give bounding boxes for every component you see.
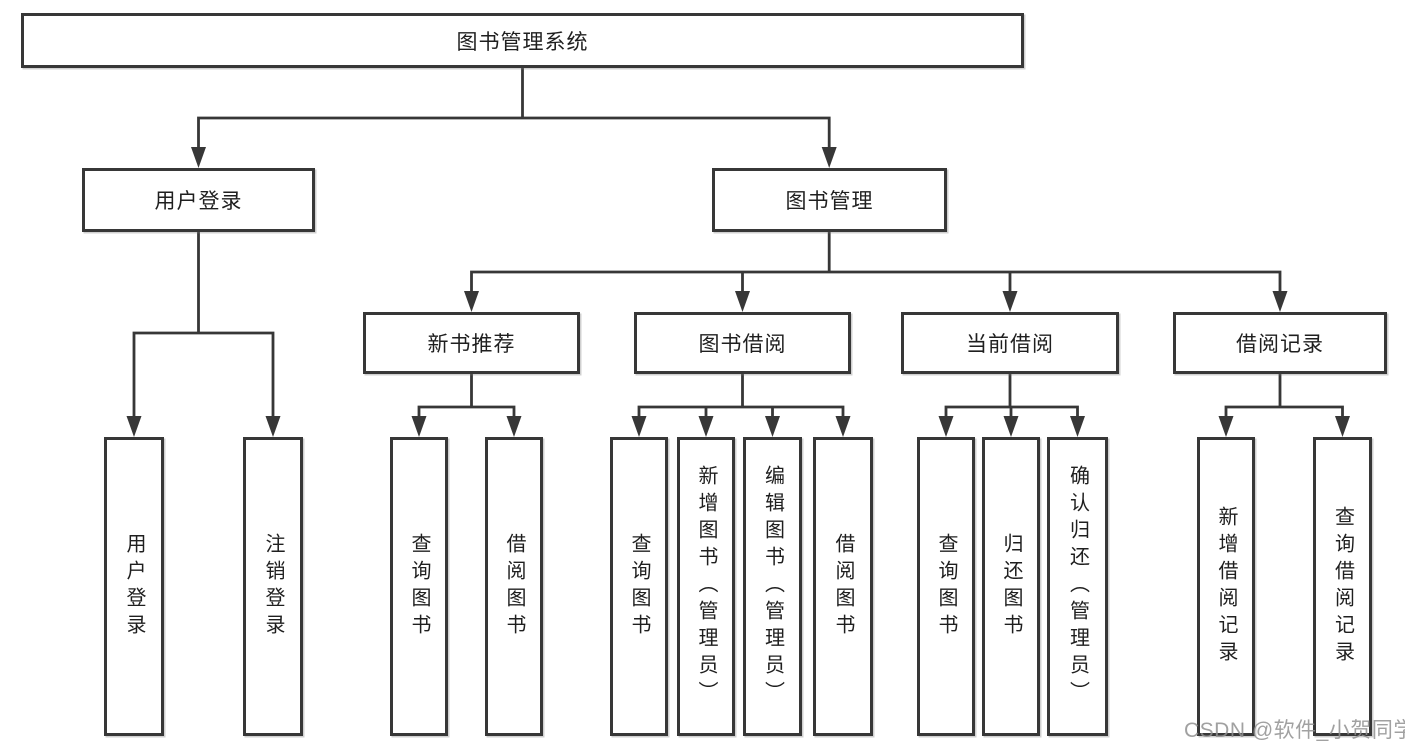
leaf-return-book: 归还图书: [982, 437, 1040, 736]
leaf-borrow-book-recommend-label: 借阅图书: [503, 532, 525, 641]
connector-currentborrow-to-leaves: [944, 374, 1079, 420]
node-user-login-branch-label: 用户登录: [154, 190, 243, 213]
connector-bookmgmt-to-level3: [470, 232, 1282, 295]
leaf-return-book-label: 归还图书: [1000, 532, 1022, 641]
leaf-borrow-book: 借阅图书: [813, 437, 873, 736]
leaf-query-book-current-label: 查询图书: [935, 532, 957, 641]
node-new-book-recommend-label: 新书推荐: [427, 333, 516, 356]
node-current-borrowing: 当前借阅: [901, 312, 1119, 374]
leaf-logout-label: 注销登录: [262, 532, 284, 641]
leaf-add-borrow-record-label: 新增借阅记录: [1215, 505, 1237, 668]
node-book-management-branch: 图书管理: [712, 168, 947, 232]
node-root-system-label: 图书管理系统: [456, 30, 589, 54]
leaf-query-book-borrowing: 查询图书: [610, 437, 668, 736]
node-book-borrowing-label: 图书借阅: [698, 333, 787, 356]
leaf-user-login-label: 用户登录: [123, 532, 145, 641]
connector-borrowrecords-to-leaves: [1224, 374, 1344, 420]
connector-userlogin-to-leaves: [132, 232, 275, 420]
leaf-add-borrow-record: 新增借阅记录: [1197, 437, 1255, 736]
node-root-system: 图书管理系统: [21, 13, 1024, 68]
node-borrowing-records-label: 借阅记录: [1236, 333, 1324, 356]
csdn-watermark: CSDN @软件_小贺同学: [1184, 719, 1405, 742]
leaf-add-book-admin: 新增图书（管理员）: [677, 437, 735, 736]
node-current-borrowing-label: 当前借阅: [966, 333, 1054, 356]
node-user-login-branch: 用户登录: [82, 168, 315, 232]
node-book-management-branch-label: 图书管理: [785, 190, 874, 213]
leaf-logout: 注销登录: [243, 437, 303, 736]
leaf-add-book-admin-label: 新增图书（管理员）: [695, 465, 717, 708]
node-new-book-recommend: 新书推荐: [363, 312, 580, 374]
connector-newbookrec-to-leaves: [417, 374, 516, 420]
leaf-borrow-book-recommend: 借阅图书: [485, 437, 543, 736]
connector-bookborrow-to-leaves: [637, 374, 845, 420]
leaf-confirm-return-admin-label: 确认归还（管理员）: [1066, 465, 1089, 708]
connector-root-to-level2: [197, 68, 831, 150]
leaf-borrow-book-label: 借阅图书: [832, 532, 854, 641]
leaf-confirm-return-admin: 确认归还（管理员）: [1047, 437, 1108, 736]
node-borrowing-records: 借阅记录: [1173, 312, 1387, 374]
leaf-query-borrow-record-label: 查询借阅记录: [1331, 505, 1354, 668]
leaf-query-book-recommend-label: 查询图书: [408, 532, 430, 641]
leaf-query-book-current: 查询图书: [917, 437, 975, 736]
leaf-query-borrow-record: 查询借阅记录: [1313, 437, 1372, 736]
leaf-query-book-borrowing-label: 查询图书: [628, 532, 650, 641]
leaf-edit-book-admin: 编辑图书（管理员）: [743, 437, 802, 736]
leaf-user-login: 用户登录: [104, 437, 164, 736]
node-book-borrowing: 图书借阅: [634, 312, 851, 374]
leaf-query-book-recommend: 查询图书: [390, 437, 448, 736]
leaf-edit-book-admin-label: 编辑图书（管理员）: [761, 465, 784, 708]
